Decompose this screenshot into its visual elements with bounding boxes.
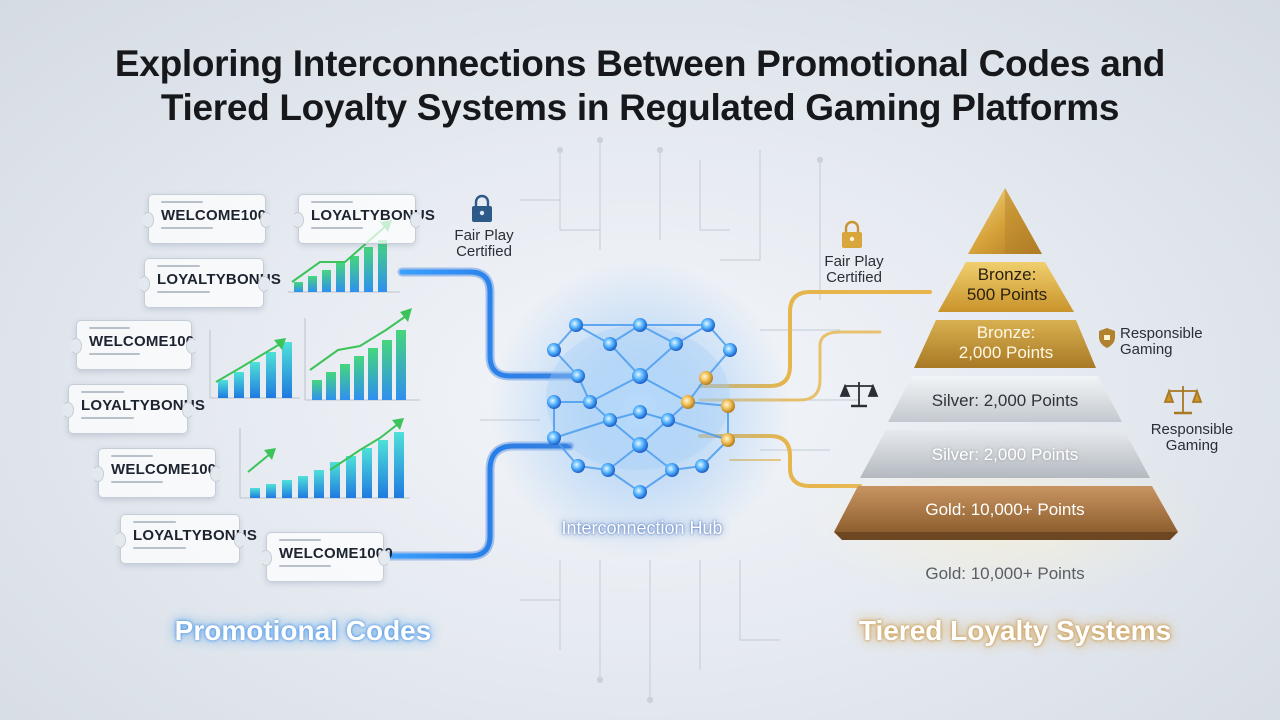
fair-play-badge: Fair Play Certified — [454, 227, 514, 260]
promo-code-ticket: WELCOME100 — [92, 448, 222, 498]
promo-code-ticket: LOYALTYBONUS — [138, 258, 282, 308]
promo-code: WELCOME100 — [89, 333, 195, 350]
title-line-2: Tiered Loyalty Systems in Regulated Gami… — [160, 87, 1120, 128]
lock-icon — [842, 220, 862, 248]
promotional-codes-label: Promotional Codes — [174, 615, 432, 646]
tier-label: Bronze: 2,000 Points — [958, 323, 1054, 362]
promo-code: WELCOME100 — [161, 207, 267, 224]
promo-code: LOYALTYBONUS — [133, 527, 258, 544]
fair-play-badge: Fair Play Certified — [824, 253, 884, 286]
promo-code-ticket: WELCOME1000 — [260, 532, 393, 582]
promo-code-ticket: WELCOME100 — [142, 194, 272, 244]
lock-icon — [472, 194, 492, 222]
tier-caption: Gold: 10,000+ Points — [925, 564, 1085, 583]
loyalty-pyramid — [805, 188, 1205, 600]
tier-label: Bronze: 500 Points — [966, 265, 1048, 304]
title-line-1: Exploring Interconnections Between Promo… — [114, 43, 1166, 84]
tier-label: Silver: 2,000 Points — [931, 391, 1079, 410]
growth-chart-middle — [304, 308, 420, 401]
promo-code: LOYALTYBONUS — [311, 207, 436, 224]
scales-icon — [839, 382, 879, 408]
growth-chart-left — [209, 330, 300, 399]
tier-label: Gold: 10,000+ Points — [925, 500, 1085, 519]
interconnection-hub — [490, 260, 790, 560]
responsible-gaming-badge: Responsible Gaming — [1150, 421, 1234, 454]
promo-code: LOYALTYBONUS — [81, 397, 206, 414]
responsible-gaming-badge: Responsible Gaming — [1120, 325, 1203, 358]
page-title: Exploring Interconnections Between Promo… — [40, 42, 1240, 130]
promo-code-ticket: LOYALTYBONUS — [292, 194, 436, 244]
promo-code: LOYALTYBONUS — [157, 271, 282, 288]
promo-code-ticket: LOYALTYBONUS — [114, 514, 258, 564]
shield-icon — [1099, 328, 1115, 348]
scales-icon — [1163, 386, 1203, 415]
tier-label: Silver: 2,000 Points — [931, 445, 1079, 464]
promo-code-ticket: LOYALTYBONUS — [62, 384, 206, 434]
promo-code: WELCOME1000 — [279, 545, 393, 562]
growth-chart-bottom — [239, 418, 410, 499]
hub-label: Interconnection Hub — [561, 518, 723, 538]
tiered-loyalty-label: Tiered Loyalty Systems — [858, 615, 1172, 646]
circuit-traces — [480, 136, 860, 704]
promo-code-ticket: WELCOME100 — [70, 320, 198, 370]
promo-code: WELCOME100 — [111, 461, 217, 478]
